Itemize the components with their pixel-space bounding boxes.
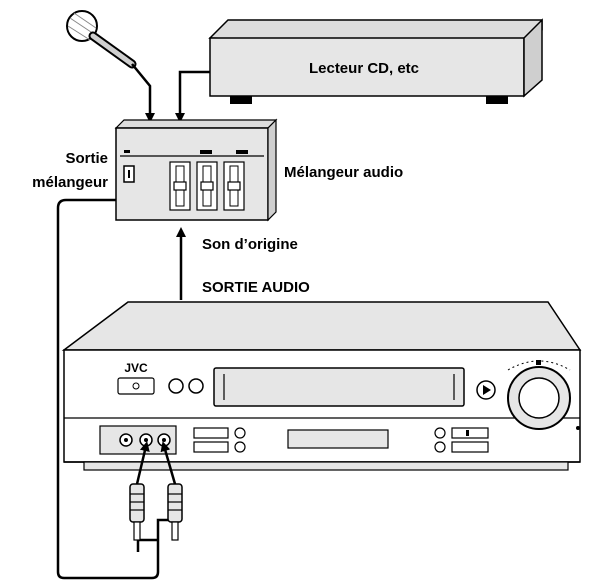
display-window [287,429,389,449]
cassette-slot [213,367,465,407]
audio-mixer [114,118,278,222]
audio-mixer-label: Mélangeur audio [284,164,403,181]
cd-cable [175,70,210,123]
mixer-output-cable [56,198,160,580]
cd-player-label: Lecteur CD, etc [309,60,419,77]
vcr: JVC [61,301,582,471]
mixer-output-label-1: Sortie [65,150,108,167]
power-button [117,377,155,395]
audio-out-label: SORTIE AUDIO [202,279,310,296]
mixer-output-label-2: mélangeur [32,174,108,191]
brand-logo: JVC [124,361,148,375]
plug-arrow-right [160,441,177,485]
rca-plug-left [129,483,145,541]
microphone-icon [66,10,137,69]
cd-player: Lecteur CD, etc [208,18,543,104]
original-sound-label: Son d’origine [202,236,298,253]
mic-cable [131,63,155,123]
plug-arrow-left [135,441,150,485]
cable-to-left-plug [136,538,158,552]
rca-plug-right [167,483,183,541]
